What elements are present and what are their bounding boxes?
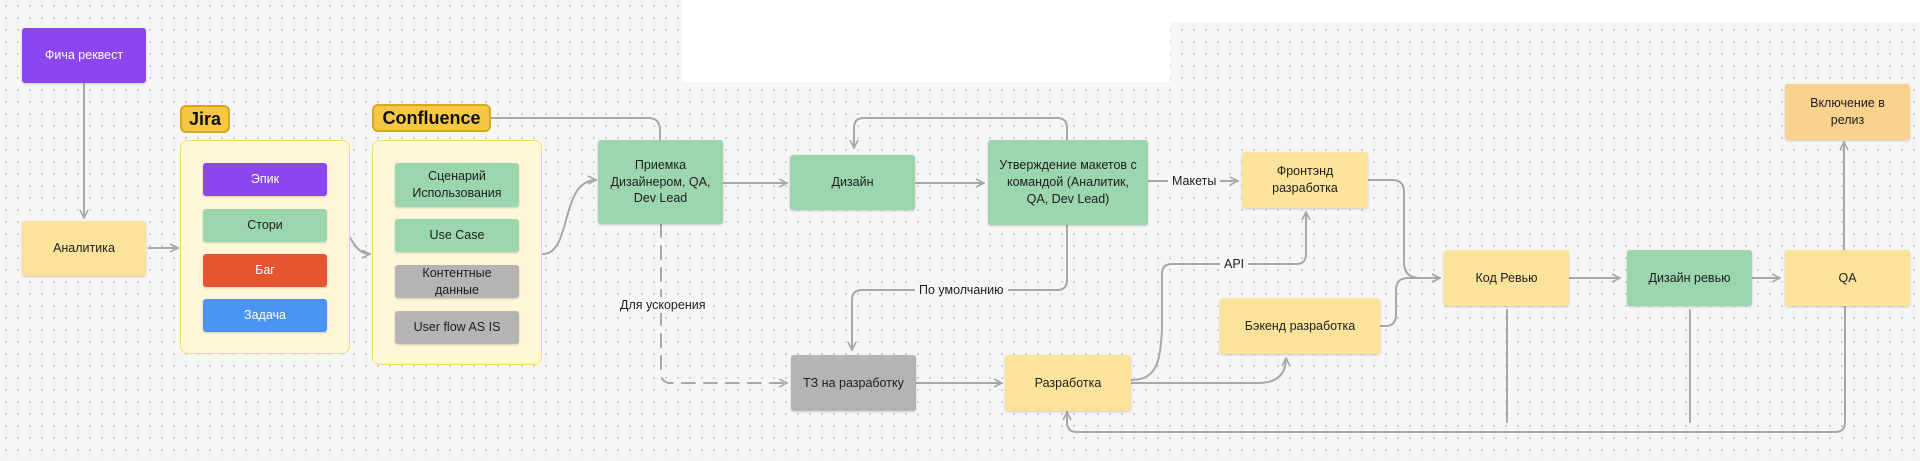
backend-label: Бэкенд разработка [1244, 318, 1356, 333]
spec-node[interactable]: ТЗ на разработку [791, 355, 916, 411]
edge-confluence-tag-to-acceptance [490, 117, 661, 141]
edge-development-to-backend [1130, 358, 1286, 384]
use-scenario-label: Сценарий Использования [412, 169, 502, 200]
content-data-label: Контентные данные [422, 265, 492, 297]
design-review-label: Дизайн ревью [1648, 270, 1731, 285]
analytics-label: Аналитика [53, 241, 115, 256]
feature-request-node[interactable]: Фича реквест [22, 28, 146, 83]
jira-tag-label: Jira [188, 108, 222, 129]
edge-backend-to-codereview [1379, 278, 1441, 327]
feature-request-label: Фича реквест [44, 48, 124, 63]
code-review-label: Код Ревью [1475, 270, 1538, 285]
canvas-blank-area [682, 0, 1170, 82]
story-label: Стори [247, 218, 283, 233]
use-case-label: Use Case [429, 228, 485, 243]
development-label: Разработка [1034, 375, 1102, 390]
jira-tag: Jira [180, 105, 230, 133]
code-review-node[interactable]: Код Ревью [1444, 250, 1569, 306]
epic-card[interactable]: Эпик [203, 163, 327, 196]
development-node[interactable]: Разработка [1005, 355, 1131, 411]
release-label: Включение в релиз [1810, 96, 1885, 127]
confluence-tag: Confluence [372, 104, 491, 132]
edge-returns-to-development [1067, 305, 1846, 433]
user-flow-label: User flow AS IS [413, 320, 501, 335]
edge-confluence-to-acceptance [542, 180, 596, 255]
story-card[interactable]: Стори [203, 209, 327, 242]
release-node[interactable]: Включение в релиз [1785, 84, 1910, 140]
confluence-tag-label: Confluence [382, 107, 481, 128]
edge-development-to-frontend [1130, 211, 1306, 381]
acceptance-label: Приемка Дизайнером, QA, Dev Lead [610, 157, 711, 206]
qa-node[interactable]: QA [1785, 250, 1910, 306]
task-card[interactable]: Задача [203, 299, 327, 332]
frontend-node[interactable]: Фронтэнд разработка [1242, 152, 1368, 208]
task-label: Задача [244, 308, 286, 323]
bug-label: Баг [255, 263, 275, 278]
frontend-label: Фронтэнд разработка [1272, 164, 1338, 195]
acceptance-node[interactable]: Приемка Дизайнером, QA, Dev Lead [598, 140, 723, 224]
qa-label: QA [1838, 270, 1857, 285]
design-node[interactable]: Дизайн [790, 155, 915, 210]
design-review-node[interactable]: Дизайн ревью [1627, 250, 1752, 306]
approval-label: Утверждение макетов с командой (Аналитик… [999, 158, 1137, 206]
edge-label-speedup: Для ускорения [616, 297, 710, 313]
analytics-node[interactable]: Аналитика [22, 221, 146, 276]
content-data-card[interactable]: Контентные данные [395, 265, 519, 298]
user-flow-card[interactable]: User flow AS IS [395, 311, 519, 344]
use-scenario-card[interactable]: Сценарий Использования [395, 163, 519, 207]
edge-label-api: API [1220, 256, 1249, 272]
design-label: Дизайн [831, 175, 874, 190]
backend-node[interactable]: Бэкенд разработка [1220, 298, 1380, 354]
epic-label: Эпик [250, 172, 280, 187]
bug-card[interactable]: Баг [203, 254, 327, 287]
edge-approval-back-to-design [854, 117, 1068, 149]
use-case-card[interactable]: Use Case [395, 219, 519, 252]
spec-label: ТЗ на разработку [803, 375, 904, 390]
edge-label-mockups: Макеты [1168, 173, 1221, 189]
approval-node[interactable]: Утверждение макетов с командой (Аналитик… [988, 140, 1148, 225]
edge-label-default: По умолчанию [915, 282, 1008, 298]
edge-frontend-to-codereview [1367, 179, 1441, 278]
canvas-blank-area-2 [1170, 0, 1920, 22]
edge-acceptance-to-spec [660, 223, 788, 383]
